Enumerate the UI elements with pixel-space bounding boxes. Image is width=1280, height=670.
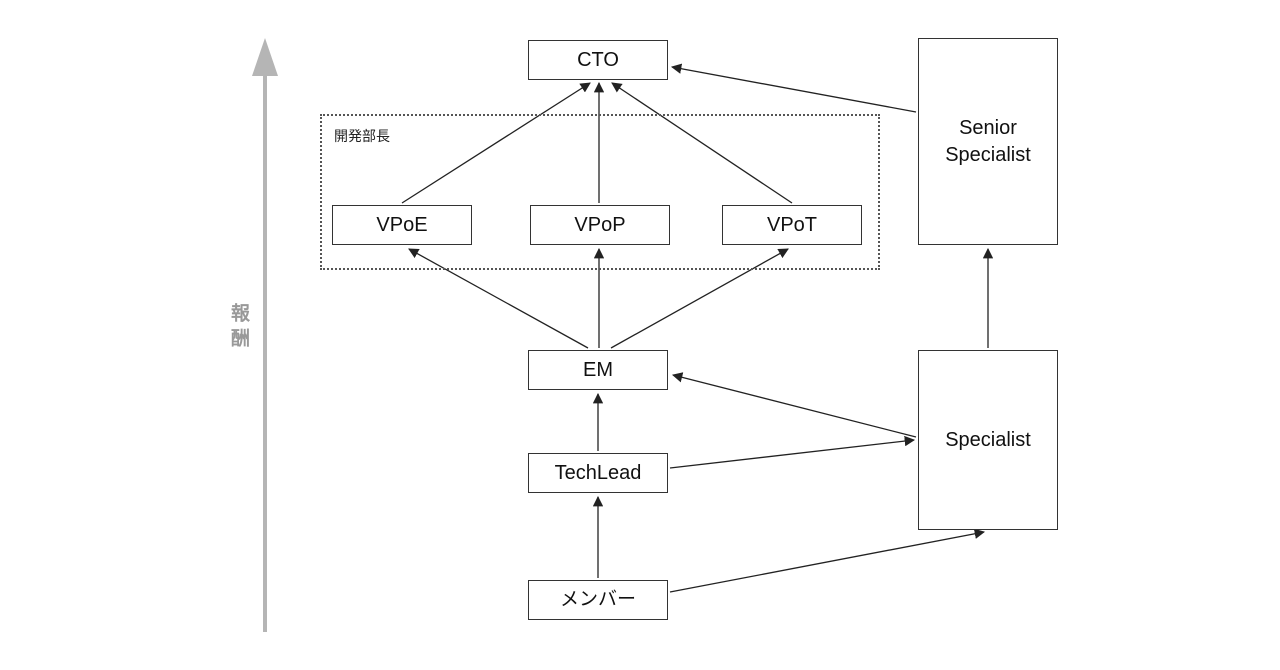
node-techlead-label: TechLead: [554, 461, 642, 484]
node-member-label: メンバー: [559, 589, 636, 611]
arrow-vpoe-to-cto: [401, 82, 591, 204]
node-senior-specialist-label-line1: Senior: [959, 116, 1017, 139]
node-vpot-label: VPoT: [766, 213, 818, 236]
node-vpot: VPoT: [722, 205, 862, 245]
arrow-techlead-to-specialist: [669, 435, 916, 469]
reward-axis-label: 報酬: [228, 303, 249, 353]
arrow-em-to-vpot: [610, 248, 789, 349]
node-cto: CTO: [528, 40, 668, 80]
node-vpoe-label: VPoE: [376, 213, 428, 236]
node-specialist-label: Specialist: [945, 428, 1031, 451]
node-senior-specialist: Senior Specialist: [918, 38, 1058, 245]
node-vpoe: VPoE: [332, 205, 472, 245]
node-member: メンバー: [528, 580, 668, 620]
node-em: EM: [528, 350, 668, 390]
node-specialist: Specialist: [918, 350, 1058, 530]
arrow-vpot-to-cto: [611, 82, 793, 204]
node-vpop: VPoP: [530, 205, 670, 245]
node-vpop-label: VPoP: [574, 213, 626, 236]
node-em-label: EM: [583, 358, 613, 381]
node-cto-label: CTO: [577, 48, 619, 71]
arrow-senior-specialist-to-cto: [670, 63, 917, 113]
reward-axis-arrowhead: [252, 38, 278, 76]
group-dev-director: 開発部長: [320, 114, 880, 270]
group-dev-director-label: 開発部長: [334, 128, 390, 144]
arrow-member-to-specialist: [669, 528, 986, 593]
arrow-em-to-vpoe: [408, 248, 589, 349]
node-senior-specialist-label-line2: Specialist: [945, 143, 1031, 166]
node-techlead: TechLead: [528, 453, 668, 493]
arrow-specialist-to-em: [671, 372, 917, 438]
